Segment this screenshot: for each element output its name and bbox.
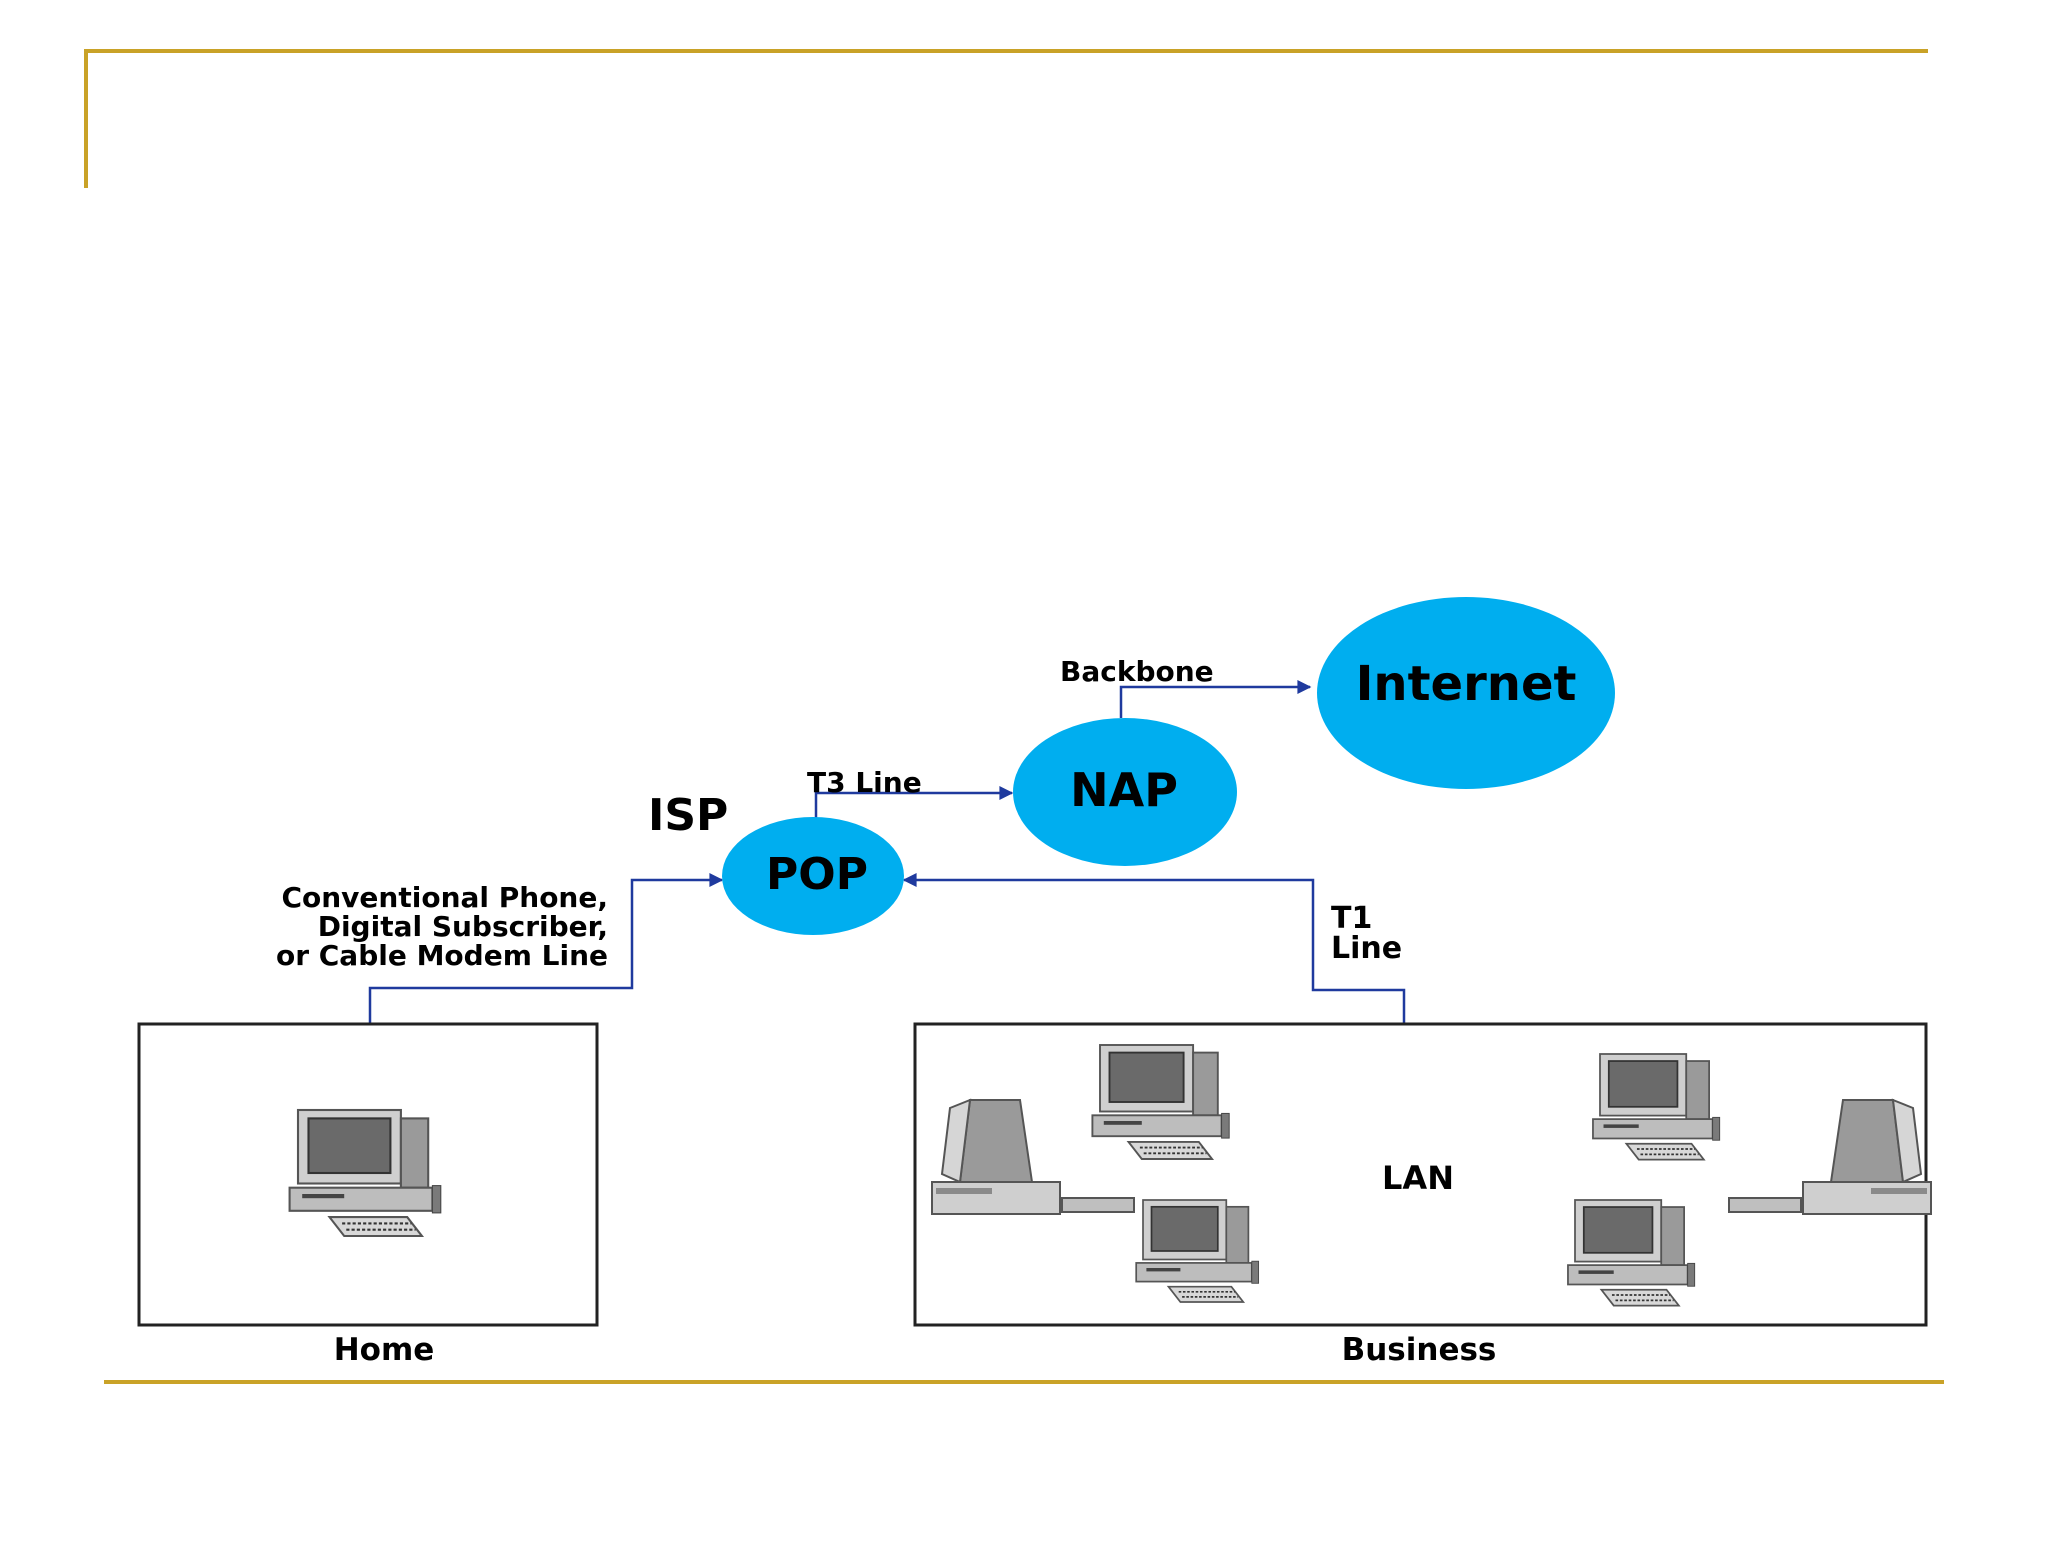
nap-label: NAP [1070,763,1178,817]
t1-line-label-2: Line [1331,931,1402,966]
internet-node [1317,597,1615,789]
nap-node [1013,718,1237,866]
t3-line-label: T3 Line [807,766,922,799]
t1-line-label-1: T1 [1331,901,1372,936]
lan-label: LAN [1382,1159,1454,1197]
backbone-link [1119,680,1312,718]
internet-label: Internet [1356,656,1577,712]
isp-label: ISP [648,790,728,841]
t3-line-link [814,786,1014,818]
home-link-label-1: Conventional Phone, [281,881,608,914]
pop-label: POP [766,849,868,900]
business-box [913,1022,1928,1327]
slide-title-frame [84,49,1928,188]
home-caption: Home [334,1332,435,1368]
pop-node [722,817,904,935]
home-link-label-2: Digital Subscriber, [318,910,608,943]
backbone-label: Backbone [1060,655,1214,688]
business-caption: Business [1342,1332,1497,1368]
home-link-label-3: or Cable Modem Line [276,939,608,972]
